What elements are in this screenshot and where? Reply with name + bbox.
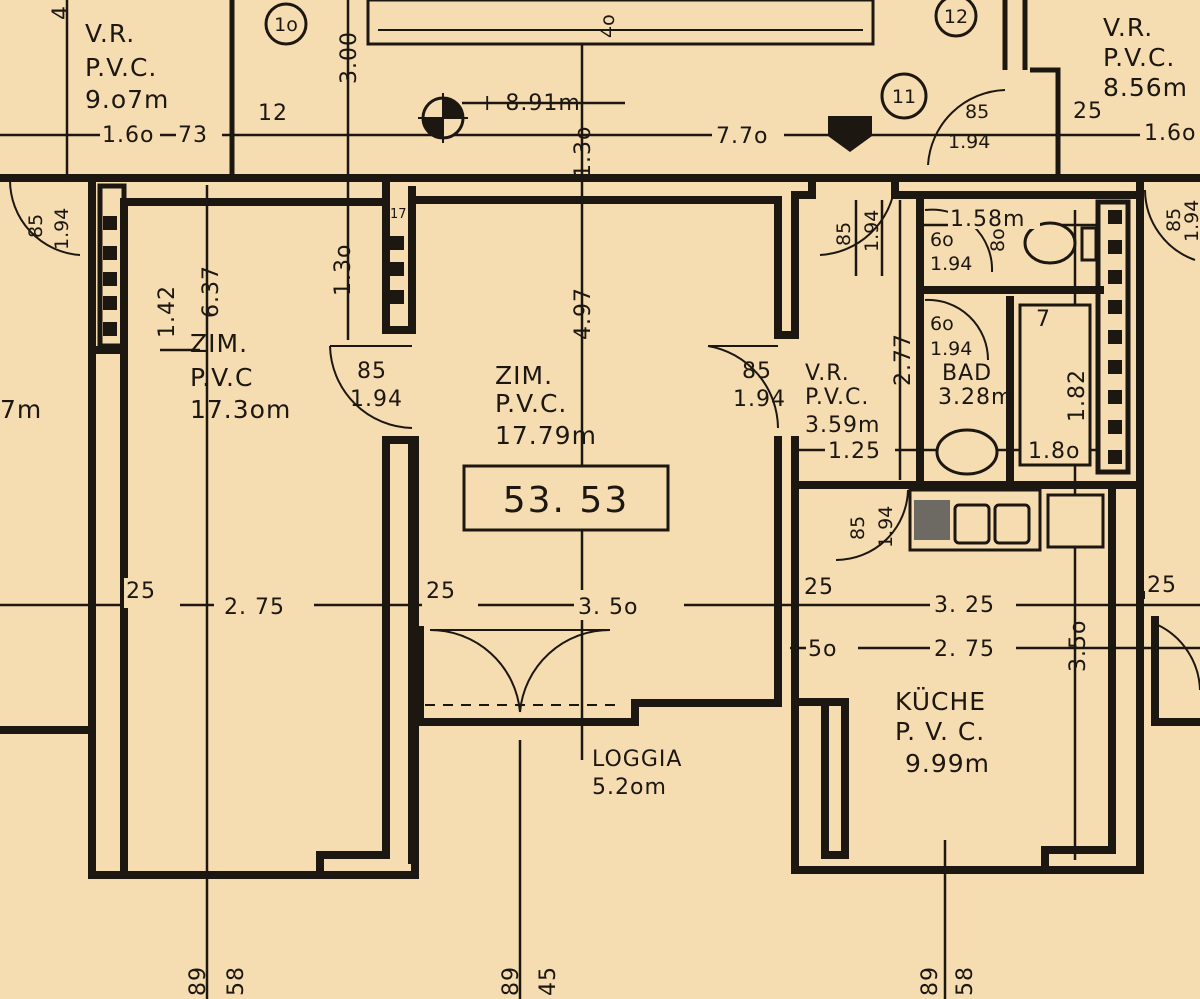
dim-277: 2.77: [891, 333, 916, 386]
vr-top-left-name: V.R.: [85, 19, 135, 48]
door-vr-194: 1.94: [733, 387, 786, 412]
vr-top-left-floor: P.V.C.: [85, 53, 157, 82]
zim-left-area: 17.3om: [190, 395, 291, 424]
dim-bot-58a: 58: [224, 966, 249, 996]
dim-top-300: 3.00: [337, 31, 362, 84]
dim-row-325: 3. 25: [934, 593, 995, 618]
marker-10: 1o: [274, 14, 298, 36]
dim-bot-45: 45: [536, 966, 561, 996]
door-entry-194: 1.94: [861, 210, 883, 252]
dim-row-25b: 25: [426, 579, 456, 604]
vr-center-floor: P.V.C.: [805, 385, 869, 410]
dim-row-25a: 25: [126, 579, 156, 604]
dim-180: 1.8o: [1028, 439, 1080, 464]
loggia-area: 5.2om: [592, 775, 667, 800]
door-top-194: 1.94: [948, 131, 990, 153]
bath-label-7: 7: [1036, 307, 1051, 332]
dim-350: 3.5o: [1066, 620, 1091, 672]
dim-row-275b: 2. 75: [934, 637, 995, 662]
door-right-194: 1.94: [1181, 200, 1200, 242]
door-bad-194: 1.94: [930, 338, 972, 360]
door-right-85: 85: [1163, 208, 1185, 232]
dim-bot-89b: 89: [499, 966, 524, 996]
vr-center-area: 3.59m: [805, 413, 880, 438]
marker-12: 12: [944, 6, 968, 28]
dim-bot-58c: 58: [953, 966, 978, 996]
dim-top-770: 7.7o: [716, 124, 768, 149]
vr-top-right-area: 8.56m: [1103, 73, 1188, 102]
dim-row-25c: 25: [804, 575, 834, 600]
zim-center-floor: P.V.C.: [495, 389, 567, 418]
door-vr-85: 85: [742, 359, 772, 384]
dim-497: 4.97: [571, 287, 596, 340]
kueche-floor: P. V. C.: [895, 717, 985, 746]
dim-bot-89a: 89: [186, 966, 211, 996]
loggia-name: LOGGIA: [592, 747, 682, 772]
kueche-area: 9.99m: [905, 749, 990, 778]
total-area: 53. 53: [503, 480, 630, 521]
zim-left-name: ZIM.: [190, 329, 248, 358]
vr-center-name: V.R.: [805, 361, 850, 386]
door-wc-194: 1.94: [930, 253, 972, 275]
door-zim-85: 85: [357, 359, 387, 384]
dim-top-4: 4: [49, 5, 74, 20]
door-top-85: 85: [965, 101, 989, 123]
dim-top-25: 25: [1073, 99, 1103, 124]
door-wc-80: 8o: [987, 228, 1009, 252]
dim-top-right-160: 1.6o: [1144, 121, 1196, 146]
vr-top-left-area: 9.o7m: [85, 85, 169, 114]
dim-row-50: 5o: [808, 637, 837, 662]
dim-top-73: 73: [178, 123, 208, 148]
zim-center-name: ZIM.: [495, 361, 553, 390]
dim-top-12: 12: [258, 101, 288, 126]
labels: 1o 11 12 + 8.91m V.R. P.V.C. 9.o7m V.R. …: [0, 5, 1200, 996]
door-wc-60: 6o: [930, 229, 954, 251]
level-marker-icon: [418, 93, 468, 143]
vr-top-right-name: V.R.: [1103, 13, 1153, 42]
dim-158: 1.58m: [950, 207, 1025, 232]
door-left-85: 85: [25, 214, 47, 238]
doors: [8, 89, 1200, 713]
dim-row-25d: 25: [1147, 573, 1177, 598]
dim-row-350: 3. 5o: [578, 595, 638, 620]
door-kue-194: 1.94: [875, 506, 897, 548]
level-label: + 8.91m: [478, 91, 581, 116]
vr-top-right-floor: P.V.C.: [1103, 43, 1175, 72]
dim-top-160: 1.6o: [102, 123, 154, 148]
walls: [0, 0, 1200, 879]
fixtures: [103, 0, 1122, 552]
bad-name: BAD: [942, 361, 992, 386]
door-left-194: 1.94: [51, 208, 73, 250]
dim-row-275a: 2. 75: [224, 595, 285, 620]
door-zim-194: 1.94: [350, 387, 403, 412]
shaft-label-17: 17: [390, 207, 407, 222]
dim-637: 6.37: [199, 265, 224, 318]
dim-130: 1.3o: [331, 244, 356, 296]
dim-182: 1.82: [1065, 369, 1090, 422]
partial-left-area: 7m: [0, 395, 42, 424]
dim-125: 1.25: [828, 439, 881, 464]
dim-bot-89c: 89: [918, 966, 943, 996]
dim-top-4o: 4o: [597, 14, 619, 38]
door-kue-85: 85: [847, 516, 869, 540]
bad-area: 3.28m: [938, 385, 1013, 410]
door-entry-85: 85: [833, 222, 855, 246]
door-bad-60: 6o: [930, 313, 954, 335]
zim-left-floor: P.V.C: [190, 363, 253, 392]
marker-11: 11: [892, 86, 916, 108]
kueche-name: KÜCHE: [895, 687, 986, 716]
zim-center-area: 17.79m: [495, 421, 597, 450]
entry-arrow-icon: [828, 116, 872, 152]
dim-142: 1.42: [155, 285, 180, 338]
dim-top-130: 1.3o: [571, 126, 596, 178]
